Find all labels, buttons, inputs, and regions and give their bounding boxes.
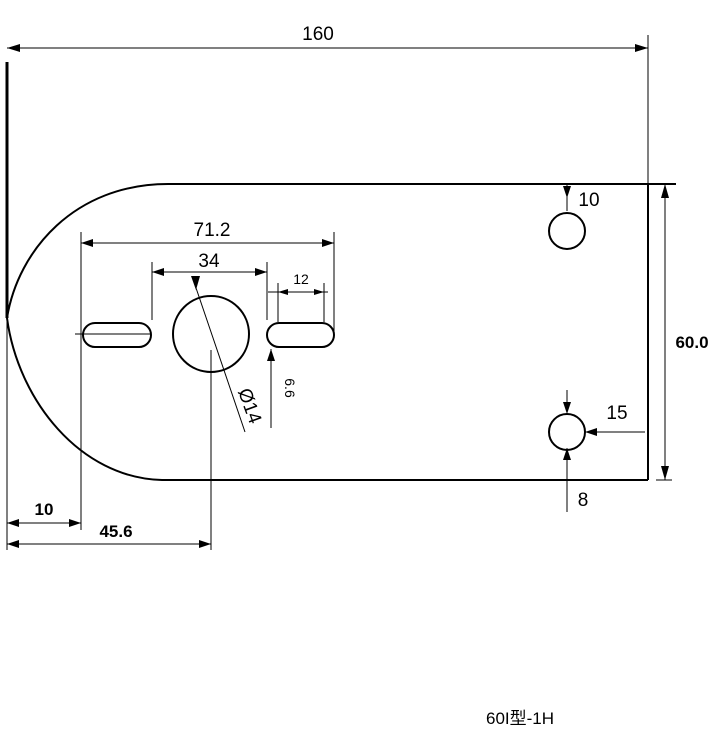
dimension-label-15: 15 — [606, 403, 627, 424]
part-outline — [5, 62, 676, 550]
dimension-label-60: 60.0 — [675, 333, 708, 352]
dimension-label-8: 8 — [578, 490, 589, 511]
dimension-slot-length: 12 — [268, 271, 328, 322]
dimension-label-34: 34 — [198, 251, 220, 272]
dimension-overall-length: 160 — [7, 24, 649, 184]
dimension-center-hole-position: 45.6 — [7, 350, 212, 550]
dimension-label-160: 160 — [302, 24, 334, 45]
dimension-label-45-6: 45.6 — [99, 522, 132, 541]
dimension-slot-center-span: 34 — [151, 251, 268, 320]
dimension-slot-span: 71.2 — [80, 220, 335, 335]
drawing-caption: 60I型-1H — [486, 709, 554, 728]
slot-right — [266, 322, 335, 348]
dimension-label-diameter: Ø14 — [233, 386, 265, 427]
dimension-label-6-6: 6.6 — [282, 378, 298, 398]
dimension-slot-width: 6.6 — [267, 349, 298, 428]
mounting-hole-bottom — [548, 413, 586, 451]
slot-left — [82, 322, 152, 348]
dimension-left-offset: 10 — [7, 335, 82, 530]
dimension-label-12: 12 — [293, 271, 309, 287]
dimension-hole-top-offset: 10 — [563, 184, 600, 211]
dimension-label-71-2: 71.2 — [194, 220, 231, 241]
dimension-hole-right-offset: 15 — [585, 403, 645, 436]
dimension-label-10-left: 10 — [35, 500, 54, 519]
mounting-hole-top — [548, 212, 586, 250]
dimension-overall-height: 60.0 — [656, 184, 709, 481]
dimension-hole-bottom-offset: 8 — [563, 390, 588, 512]
dimension-label-10-top: 10 — [578, 190, 599, 211]
